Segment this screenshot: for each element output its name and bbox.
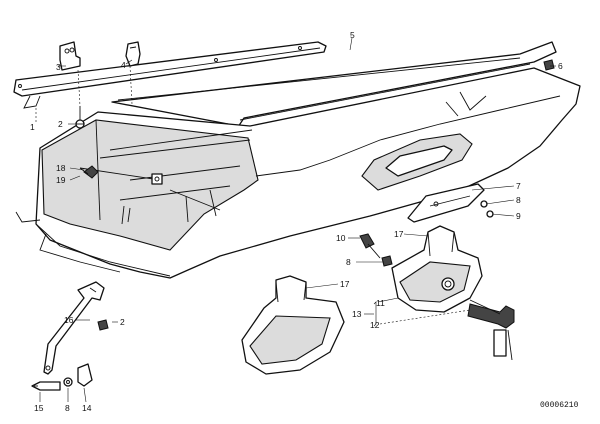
stay-arm xyxy=(43,281,105,375)
callout-8-center: 8 xyxy=(346,257,351,267)
callout-4: 4 xyxy=(121,60,126,70)
callouts: 3 4 5 6 1 2 18 19 7 8 9 10 17 8 17 11 13… xyxy=(30,30,563,413)
lid-inner-panel-right xyxy=(391,225,483,313)
callout-17-upper: 17 xyxy=(394,229,404,239)
callout-9: 9 xyxy=(516,211,521,221)
callout-17-lower: 17 xyxy=(340,279,350,289)
callout-3: 3 xyxy=(56,62,61,72)
callout-12: 12 xyxy=(370,320,380,330)
callout-10: 10 xyxy=(336,233,346,243)
bracket-lower xyxy=(77,363,93,387)
bolt xyxy=(31,381,61,391)
top-trim-strip xyxy=(13,41,327,109)
callout-2-lower: 2 xyxy=(120,317,125,327)
clip-center xyxy=(381,255,393,267)
lid-inner-panel-left xyxy=(241,275,345,375)
callout-11: 11 xyxy=(376,298,385,308)
leader-lines xyxy=(35,37,556,403)
callout-8-lower: 8 xyxy=(65,403,70,413)
document-number: 00006210 xyxy=(540,401,579,410)
clip-bracket xyxy=(59,41,81,71)
callout-8-latch: 8 xyxy=(516,195,521,205)
push-button xyxy=(79,165,99,179)
callout-5: 5 xyxy=(350,30,355,40)
latch-plate xyxy=(407,183,485,223)
screw-latch xyxy=(480,200,494,218)
screw-top-right xyxy=(543,59,555,71)
callout-14: 14 xyxy=(82,403,92,413)
screw-top xyxy=(75,106,85,129)
callout-18: 18 xyxy=(56,163,66,173)
key xyxy=(467,299,515,361)
callout-16: 16 xyxy=(64,315,74,325)
screw-center xyxy=(359,233,381,259)
callout-15: 15 xyxy=(34,403,44,413)
callout-6: 6 xyxy=(558,61,563,71)
callout-13: 13 xyxy=(352,309,362,319)
callout-7: 7 xyxy=(516,181,521,191)
retaining-clip xyxy=(125,41,141,67)
callout-2: 2 xyxy=(58,119,63,129)
washer-lower xyxy=(63,377,73,387)
glovebox-shell xyxy=(15,41,581,279)
callout-1: 1 xyxy=(30,122,35,132)
nut-lower xyxy=(97,319,109,331)
callout-19: 19 xyxy=(56,175,66,185)
